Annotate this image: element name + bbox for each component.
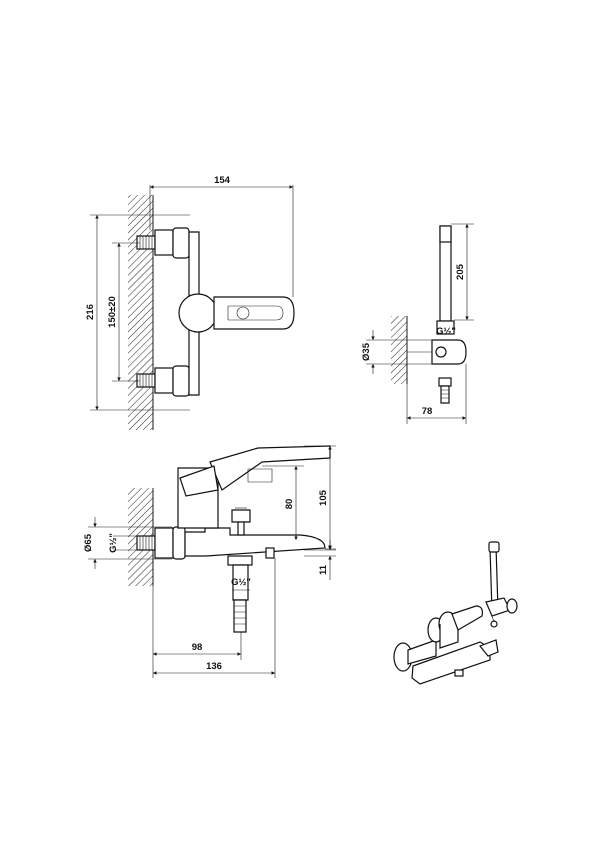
lower-inlet-connector (136, 365, 190, 397)
dim-ø65: Ø65 (83, 517, 172, 569)
shower-holder (431, 339, 467, 365)
dim-78-label: 78 (422, 406, 433, 417)
dim-ø35-label: Ø35 (361, 342, 372, 361)
dim-98: 98 (152, 586, 242, 678)
front-view: 154 216 150±20 (85, 175, 295, 430)
dim-136-label: 136 (206, 661, 222, 672)
dim-136: 136 (153, 558, 276, 678)
outlet-thread-label: G½" (231, 577, 251, 588)
dim-78: 78 (406, 364, 467, 424)
dim-height-216: 216 (85, 214, 190, 411)
upper-inlet-connector (136, 227, 190, 259)
dim-inlet-spacing: 150±20 (107, 242, 140, 382)
dim-105: 105 (304, 445, 336, 550)
iso-mixer-body (411, 641, 491, 685)
isometric-view (393, 541, 518, 685)
shower-wall-hatch (391, 316, 407, 384)
dim-98-label: 98 (192, 642, 203, 653)
shower-thread-label: G½" (436, 326, 456, 337)
side-view: 105 80 11 Ø65 G½" (83, 445, 336, 678)
dim-11: 11 (304, 540, 336, 580)
dim-width-154: 154 (149, 175, 294, 297)
dim-154-label: 154 (214, 175, 231, 186)
dim-inlet-thread: G½" (108, 533, 140, 553)
dim-80: 80 (262, 465, 304, 540)
dim-80-label: 80 (284, 499, 295, 510)
diverter-knob (231, 509, 251, 523)
side-lever (209, 445, 331, 491)
dim-105-label: 105 (318, 489, 329, 506)
lever-handle (213, 296, 295, 330)
dim-216-label: 216 (85, 304, 96, 320)
front-wall-hatch (128, 195, 153, 430)
mixer-body-side (184, 527, 326, 557)
dim-150-label: 150±20 (107, 296, 118, 328)
dim-11-label: 11 (318, 564, 329, 575)
lever-hub (178, 293, 218, 333)
dim-205: 205 (451, 223, 474, 321)
dim-205-label: 205 (455, 263, 466, 280)
dim-ø65-label: Ø65 (83, 533, 94, 552)
inlet-thread-label: G½" (108, 533, 119, 553)
dim-ø35: Ø35 (361, 330, 432, 374)
hand-shower-view: 205 G½" Ø35 78 (361, 223, 474, 424)
